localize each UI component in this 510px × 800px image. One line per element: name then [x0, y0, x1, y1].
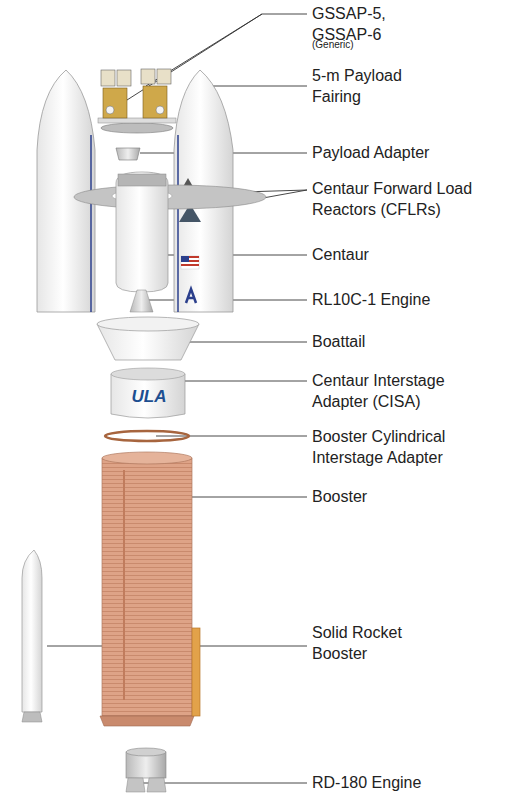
part-label: RD-180 Engine [312, 772, 502, 793]
part-label: Solid Rocket Booster [312, 622, 432, 664]
centaur-stage [116, 172, 168, 312]
part-label: Booster Cylindrical Interstage Adapter [312, 426, 502, 468]
srb-nozzle [22, 712, 42, 722]
cisa-cylinder [111, 368, 185, 418]
part-label: Boattail [312, 331, 502, 352]
part-label: RL10C-1 Engine [312, 289, 502, 310]
solid-rocket-booster [22, 550, 42, 722]
antenna-dish [106, 106, 114, 114]
leader-line [156, 436, 307, 437]
part-label: 5-m Payload Fairing [312, 65, 427, 107]
booster-core [100, 452, 200, 726]
logo-text: ULA [126, 386, 172, 407]
cflr-ring [74, 185, 266, 209]
fairing-logo [186, 289, 196, 303]
rd180-engine [126, 748, 166, 792]
payload-name: GSSAP-5, GSSAP-6 [312, 3, 407, 45]
leader-line [199, 86, 307, 87]
solar-panel [141, 69, 155, 84]
satellite-body [103, 88, 127, 118]
part-label: Centaur Interstage Adapter (CISA) [312, 370, 502, 412]
payload-plate [101, 123, 173, 133]
fairing-edge [177, 135, 179, 312]
tunnel-line [123, 470, 125, 700]
satellite-body [143, 86, 167, 118]
satellite-pair [98, 69, 176, 133]
antenna-dish [156, 106, 164, 114]
feed-line [192, 628, 200, 716]
payload-adapter [116, 148, 140, 160]
boattail [97, 317, 199, 360]
part-label: Booster [312, 486, 502, 507]
fairing-edge [90, 135, 92, 312]
solar-panel [157, 69, 171, 84]
part-label: Centaur Forward Load Reactors (CFLRs) [312, 178, 502, 220]
solar-panel [101, 70, 115, 86]
flag-symbol [181, 256, 199, 269]
interstage-ring [105, 431, 189, 441]
leader-line [143, 783, 307, 784]
solar-panel [117, 70, 131, 86]
rl10-nozzle [130, 290, 153, 312]
part-label: Centaur [312, 244, 502, 265]
dispenser-plate [98, 118, 176, 123]
payload-note: (Generic) [312, 38, 407, 51]
part-label: Payload Adapter [312, 142, 502, 163]
